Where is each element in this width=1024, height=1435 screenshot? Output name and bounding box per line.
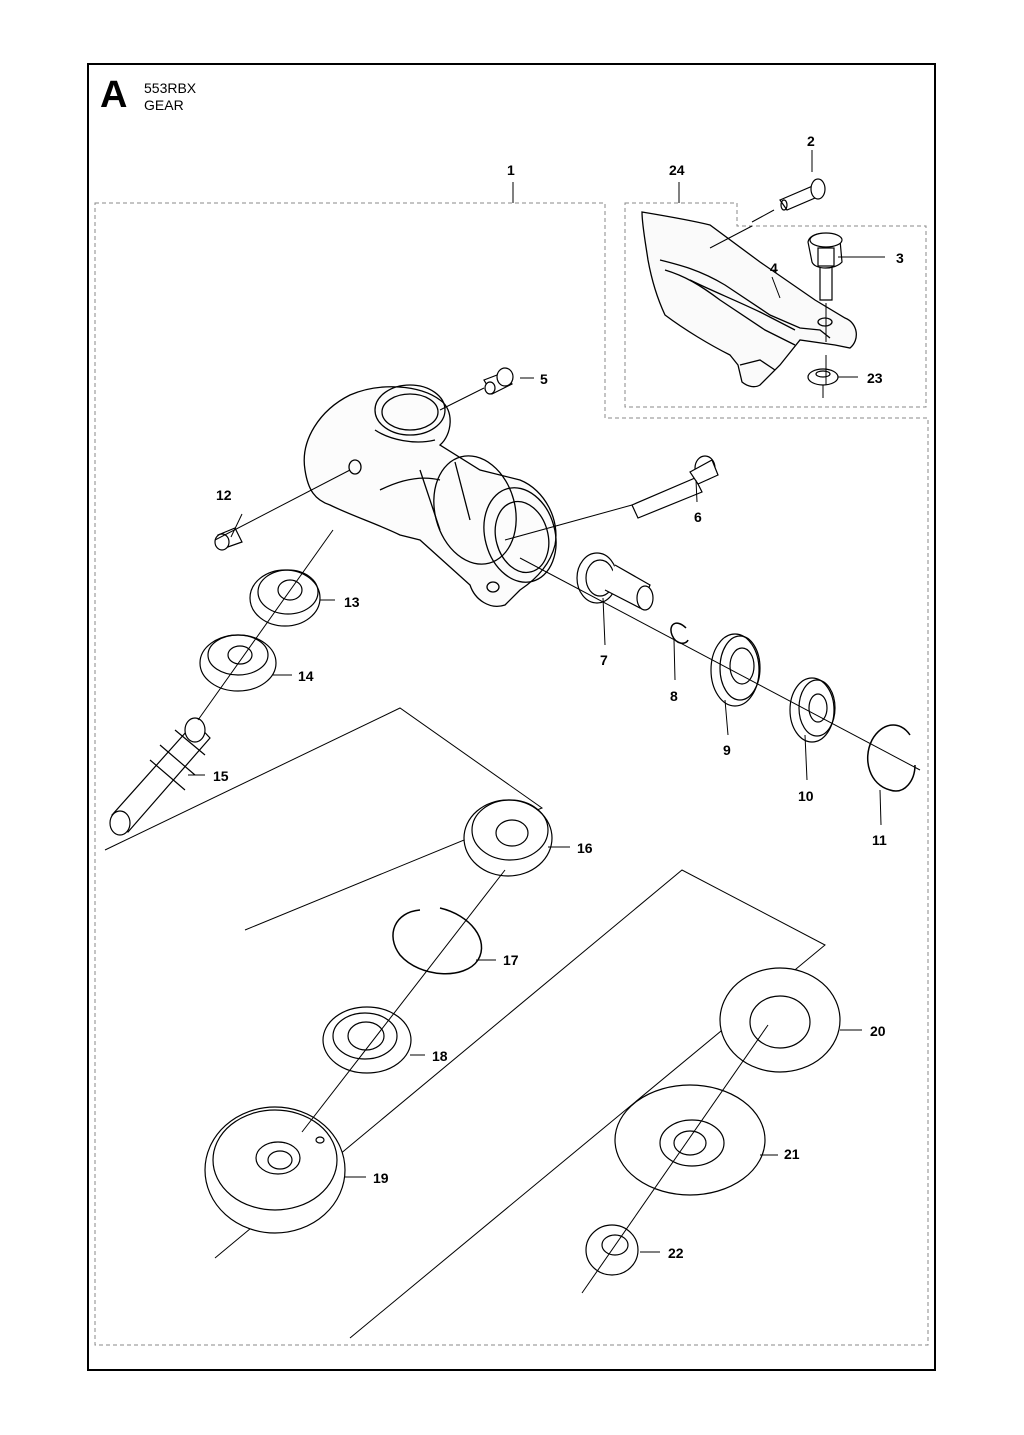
part-numbers: 1 2 3 4 5 6 7 8 9 10 11 12 13 14 15 16 1… [213,133,904,1261]
retaining-ring-17 [392,907,483,975]
part-number-14: 14 [298,668,314,684]
part-number-17: 17 [503,952,519,968]
bearing-9 [710,633,761,707]
bolt-6 [631,455,719,519]
part-number-23: 23 [867,370,883,386]
part-number-6: 6 [694,509,702,525]
pin-3 [807,232,843,301]
part-number-18: 18 [432,1048,448,1064]
model-name: 553RBX [144,80,197,96]
washer-23 [807,368,839,386]
support-cup-21 [614,1084,766,1196]
assembly-outline-1 [94,202,929,1346]
shaft-15 [109,717,211,836]
axis-lines [197,209,921,1294]
flange-19 [204,1106,346,1234]
part-number-9: 9 [723,742,731,758]
bearing-10 [789,677,836,743]
screw-12 [214,527,243,551]
part-number-10: 10 [798,788,814,804]
part-number-19: 19 [373,1170,389,1186]
screw-5 [483,367,514,395]
part-number-24: 24 [669,162,685,178]
part-number-5: 5 [540,371,548,387]
retaining-ring-11 [867,724,916,792]
diagram-title: GEAR [144,97,184,113]
part-number-12: 12 [216,487,232,503]
part-number-11: 11 [872,832,887,848]
part-number-2: 2 [807,133,815,149]
part-number-16: 16 [577,840,593,856]
part-number-20: 20 [870,1023,886,1039]
part-number-15: 15 [213,768,229,784]
subassembly-panel-right [214,869,826,1339]
part-number-3: 3 [896,250,904,266]
gear-housing [303,384,557,607]
part-number-13: 13 [344,594,360,610]
seal-18 [322,1006,412,1074]
bearing-16 [463,799,553,877]
kit-outline-24 [624,202,927,408]
shaft-7 [576,552,654,611]
part-number-7: 7 [600,652,608,668]
part-number-1: 1 [507,162,515,178]
circlip-8 [670,622,689,645]
leader-lines [188,150,885,1253]
section-letter: A [100,74,128,116]
part-number-22: 22 [668,1245,684,1261]
part-number-8: 8 [670,688,678,704]
screw-2 [779,178,826,211]
page-frame [87,63,936,1371]
washer-20 [719,967,841,1073]
subassembly-panel-left [104,707,544,931]
part-number-21: 21 [784,1146,800,1162]
guard-bracket-part [641,211,857,388]
part-number-4: 4 [770,260,778,276]
